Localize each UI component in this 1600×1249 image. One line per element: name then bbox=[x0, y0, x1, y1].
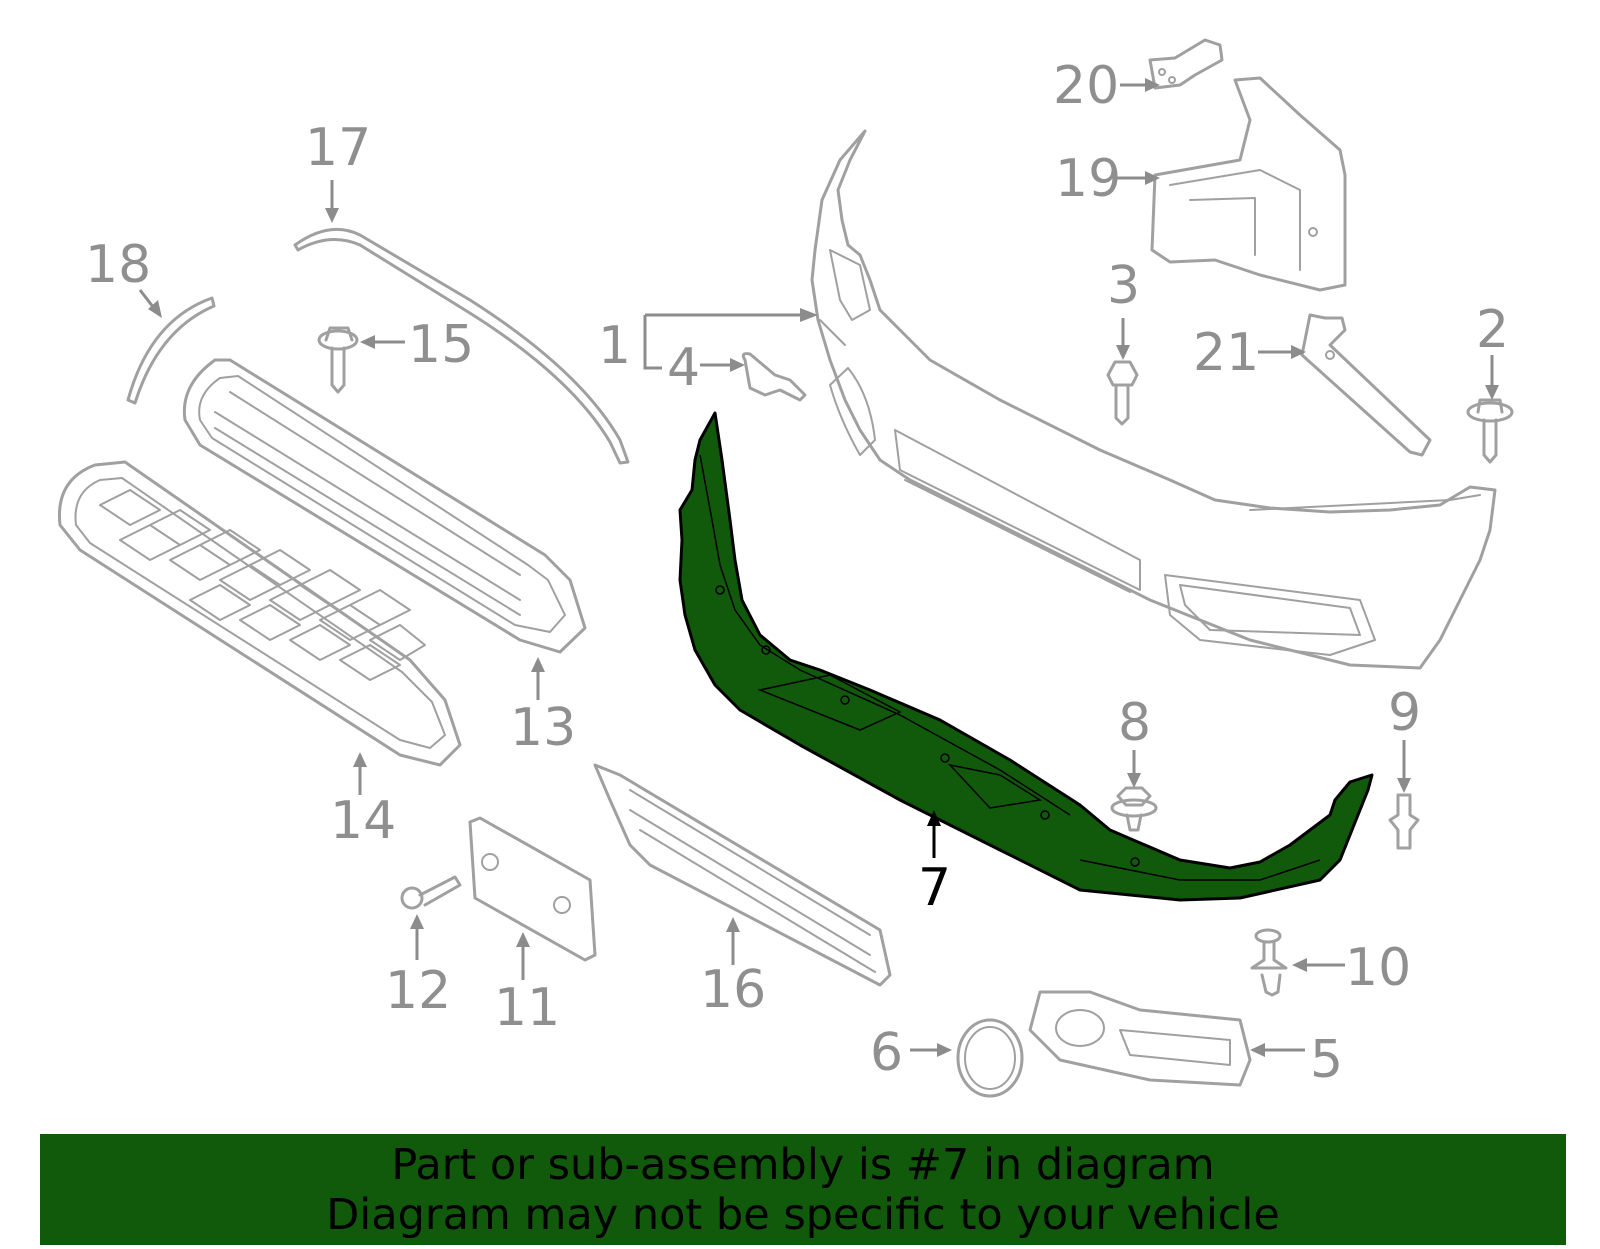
screw-part-3 bbox=[1106, 360, 1139, 426]
callout-13: 13 bbox=[510, 698, 576, 758]
callout-12: 12 bbox=[385, 961, 451, 1021]
info-banner: Part or sub-assembly is #7 in diagram Di… bbox=[40, 1134, 1566, 1245]
grille-part-16 bbox=[593, 763, 892, 987]
callout-15: 15 bbox=[408, 315, 474, 375]
fog-ring-part-6 bbox=[956, 1018, 1024, 1098]
callout-18: 18 bbox=[85, 235, 151, 295]
callout-17: 17 bbox=[305, 118, 371, 178]
pin-part-9 bbox=[1388, 793, 1420, 850]
clip-part-20 bbox=[1148, 38, 1224, 90]
callout-4: 4 bbox=[667, 338, 700, 398]
screw-part-15 bbox=[317, 326, 359, 394]
callout-5: 5 bbox=[1310, 1030, 1343, 1090]
callout-9: 9 bbox=[1388, 683, 1421, 743]
screw-part-2 bbox=[1466, 398, 1514, 464]
callout-7: 7 bbox=[918, 858, 951, 918]
callout-labels: 1 2 3 4 5 6 7 8 9 10 11 12 13 14 15 16 1… bbox=[85, 56, 1509, 1090]
callout-6: 6 bbox=[870, 1023, 903, 1083]
callout-8: 8 bbox=[1118, 693, 1151, 753]
banner-line-disclaimer: Diagram may not be specific to your vehi… bbox=[326, 1190, 1280, 1240]
banner-line-part-number: Part or sub-assembly is #7 in diagram bbox=[391, 1140, 1215, 1190]
leader-lines bbox=[138, 78, 1499, 1057]
callout-20: 20 bbox=[1053, 56, 1119, 116]
callout-16: 16 bbox=[700, 960, 766, 1020]
screw-part-8 bbox=[1110, 786, 1158, 832]
callout-2: 2 bbox=[1476, 300, 1509, 360]
callout-3: 3 bbox=[1107, 256, 1140, 316]
screw-part-12 bbox=[400, 875, 462, 910]
cap-part-4 bbox=[741, 352, 807, 402]
callout-21: 21 bbox=[1193, 323, 1259, 383]
pin-part-10 bbox=[1250, 928, 1288, 997]
callout-19: 19 bbox=[1055, 149, 1121, 209]
lower-spoiler-part-7 bbox=[678, 411, 1374, 902]
callout-14: 14 bbox=[330, 791, 396, 851]
bumper-cover-part bbox=[810, 129, 1497, 670]
callout-1: 1 bbox=[598, 316, 631, 376]
molding-part-17 bbox=[293, 227, 630, 465]
bracket-part-19 bbox=[1150, 76, 1347, 292]
molding-part-18 bbox=[126, 296, 216, 405]
callout-11: 11 bbox=[494, 978, 560, 1038]
grille-part-13 bbox=[182, 358, 587, 654]
fog-bezel-part-5 bbox=[1028, 990, 1252, 1087]
callout-10: 10 bbox=[1345, 938, 1411, 998]
plate-part-11 bbox=[468, 816, 597, 962]
strut-part-21 bbox=[1300, 313, 1432, 457]
grille-part-14 bbox=[57, 460, 462, 767]
